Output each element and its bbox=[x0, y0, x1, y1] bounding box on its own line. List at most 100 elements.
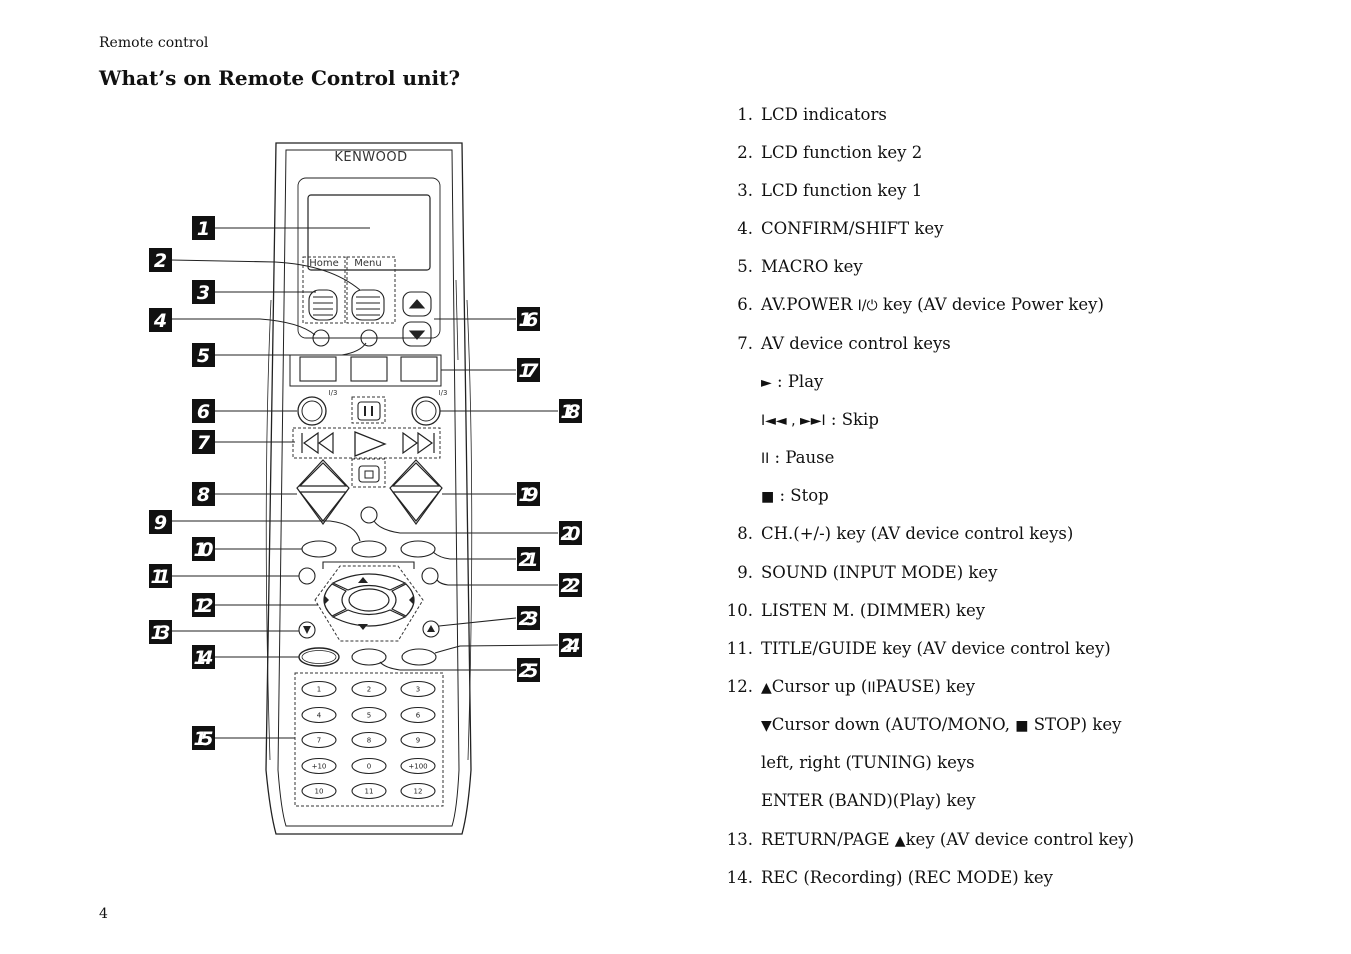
down-triangle-icon: ▼ bbox=[761, 718, 772, 734]
numpad-key[interactable]: 4 bbox=[301, 706, 337, 724]
cursor-cluster[interactable] bbox=[323, 573, 415, 627]
av-power-key[interactable] bbox=[297, 396, 327, 426]
lcd-function-key-1[interactable] bbox=[308, 289, 338, 321]
numpad-key[interactable]: 6 bbox=[400, 706, 436, 724]
numpad-key[interactable]: 9 bbox=[400, 731, 436, 749]
numpad-key[interactable]: 10 bbox=[301, 782, 337, 800]
key-24[interactable] bbox=[401, 648, 437, 666]
sound-key[interactable] bbox=[351, 540, 387, 558]
pause-key[interactable] bbox=[357, 401, 381, 421]
key-22[interactable] bbox=[421, 567, 439, 585]
numpad-key[interactable]: 3 bbox=[400, 680, 436, 698]
power-key-right[interactable] bbox=[411, 396, 441, 426]
callout-number: 10 bbox=[194, 539, 214, 561]
callout-4: 4 bbox=[149, 308, 172, 332]
list-subitem: I◄◄ , ►►I : Skip bbox=[761, 410, 879, 429]
macro-key[interactable] bbox=[360, 329, 378, 347]
callout-16: 16 bbox=[517, 307, 540, 331]
callout-number: 15 bbox=[194, 728, 214, 750]
list-item: 4.CONFIRM/SHIFT key bbox=[737, 219, 944, 238]
list-item: 13.RETURN/PAGE ▲key (AV device control k… bbox=[726, 830, 1135, 849]
av-power-symbol-left: I/3 bbox=[329, 389, 338, 397]
numpad-key[interactable]: +10 bbox=[301, 757, 337, 775]
key-21[interactable] bbox=[400, 540, 436, 558]
callout-22: 22 bbox=[559, 573, 582, 597]
skip-forward-key[interactable] bbox=[402, 431, 435, 455]
list-item: 6.AV.POWER I/⏻ key (AV device Power key) bbox=[737, 295, 1104, 314]
callout-number: 21 bbox=[519, 549, 539, 571]
remote-control-diagram: KENWOOD Home Menu I/3 I/3 bbox=[149, 142, 582, 835]
callout-labels: 1234567891011121314151617181920212223242… bbox=[149, 216, 582, 750]
callout-12: 12 bbox=[192, 593, 215, 617]
callout-number: 17 bbox=[519, 360, 540, 382]
key-20[interactable] bbox=[360, 506, 378, 524]
ch-right-key[interactable] bbox=[389, 459, 443, 526]
callout-number: 3 bbox=[197, 282, 210, 304]
list-subitem: ENTER (BAND)(Play) key bbox=[761, 791, 976, 810]
numpad-key-label: 5 bbox=[367, 712, 371, 720]
numpad-key[interactable]: 11 bbox=[351, 782, 387, 800]
skip-back-key[interactable] bbox=[301, 431, 334, 455]
numpad-key-label: 4 bbox=[317, 712, 322, 720]
callout-number: 20 bbox=[561, 523, 581, 545]
list-subitem: left, right (TUNING) keys bbox=[761, 753, 975, 772]
numpad-key-label: +10 bbox=[312, 763, 327, 771]
list-item: 7.AV device control keys bbox=[737, 334, 951, 353]
numpad-key[interactable]: 8 bbox=[351, 731, 387, 749]
callout-24: 24 bbox=[559, 633, 582, 657]
callout-5: 5 bbox=[192, 343, 215, 367]
lcd-screen bbox=[297, 177, 441, 339]
lcd-scroll-keys[interactable] bbox=[402, 291, 432, 347]
page-title: What’s on Remote Control unit? bbox=[99, 66, 461, 90]
numpad-key-label: 7 bbox=[317, 737, 321, 745]
callout-number: 5 bbox=[197, 345, 210, 367]
numpad-key[interactable]: +100 bbox=[400, 757, 436, 775]
callout-18: 18 bbox=[559, 399, 582, 423]
callout-23: 23 bbox=[517, 606, 540, 630]
numpad-key[interactable]: 5 bbox=[351, 706, 387, 724]
numpad-key-label: 0 bbox=[367, 763, 371, 771]
lcd-function-key-2[interactable] bbox=[351, 289, 385, 321]
callout-25: 25 bbox=[517, 658, 540, 682]
callout-number: 14 bbox=[194, 647, 214, 669]
callout-21: 21 bbox=[517, 547, 540, 571]
callout-number: 13 bbox=[151, 622, 171, 644]
confirm-shift-key[interactable] bbox=[312, 329, 330, 347]
key-23[interactable] bbox=[422, 620, 440, 638]
callout-number: 8 bbox=[197, 484, 210, 506]
stop-key[interactable] bbox=[358, 465, 380, 483]
ch-left-key[interactable] bbox=[296, 459, 350, 526]
title-guide-key[interactable] bbox=[298, 567, 316, 585]
numpad-key[interactable]: 2 bbox=[351, 680, 387, 698]
play-key[interactable] bbox=[354, 431, 387, 457]
list-subitem: II : Pause bbox=[761, 448, 835, 467]
home-label: Home bbox=[309, 258, 339, 269]
numpad-key[interactable]: 12 bbox=[400, 782, 436, 800]
callout-number: 6 bbox=[197, 401, 210, 423]
pause-icon: II bbox=[867, 680, 876, 696]
list-subitem: ■ : Stop bbox=[761, 486, 829, 505]
listen-m-key[interactable] bbox=[301, 540, 337, 558]
list-item: 8.CH.(+/-) key (AV device control keys) bbox=[737, 524, 1074, 543]
numpad-group bbox=[294, 672, 444, 807]
device-key-1[interactable] bbox=[299, 356, 337, 382]
device-key-2[interactable] bbox=[350, 356, 388, 382]
callout-number: 1 bbox=[197, 218, 210, 240]
numpad-key-label: 11 bbox=[365, 788, 374, 796]
brand-logo: KENWOOD bbox=[334, 150, 407, 165]
list-item: 3.LCD function key 1 bbox=[737, 181, 923, 200]
callout-14: 14 bbox=[192, 645, 215, 669]
numpad-key[interactable]: 1 bbox=[301, 680, 337, 698]
callout-17: 17 bbox=[517, 358, 540, 382]
numpad-key[interactable]: 0 bbox=[351, 757, 387, 775]
callout-number: 4 bbox=[153, 310, 167, 332]
key-25[interactable] bbox=[351, 648, 387, 666]
numpad-key[interactable]: 7 bbox=[301, 731, 337, 749]
callout-7: 7 bbox=[192, 430, 215, 454]
return-page-key[interactable] bbox=[298, 621, 316, 639]
callout-number: 24 bbox=[561, 635, 581, 657]
numpad-key-label: 1 bbox=[317, 686, 321, 694]
callout-3: 3 bbox=[192, 280, 215, 304]
device-key-3[interactable] bbox=[400, 356, 438, 382]
